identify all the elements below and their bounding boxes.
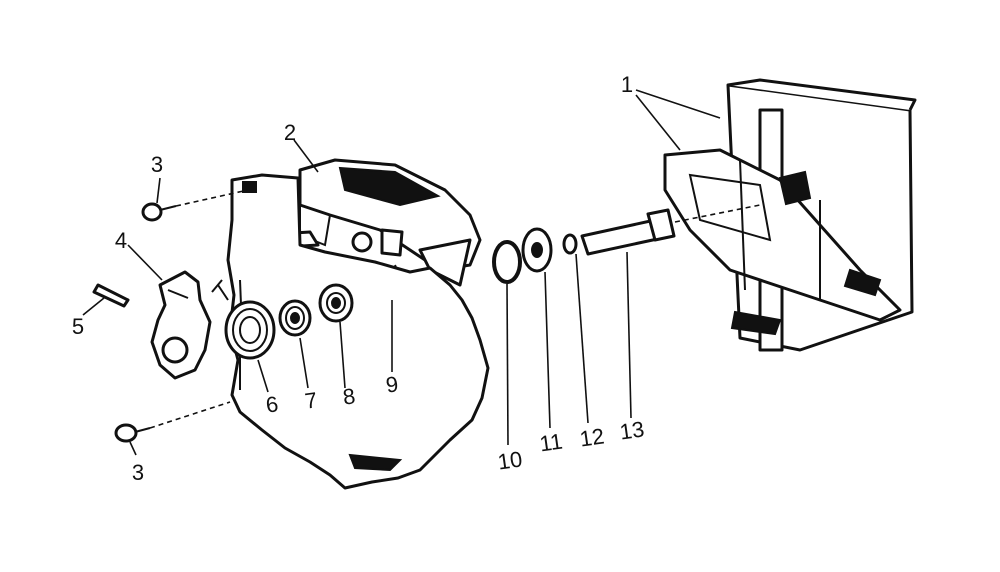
label-12: 12 [578, 423, 606, 451]
part-6-spring [217, 284, 276, 390]
label-3-top: 3 [151, 152, 163, 177]
label-1: 1 [621, 72, 633, 97]
part-7-ring [278, 299, 312, 337]
label-13: 13 [618, 416, 646, 444]
part-1-housing [663, 78, 917, 352]
label-6: 6 [264, 391, 280, 417]
label-5: 5 [72, 314, 84, 339]
part-9-body [226, 173, 490, 490]
leader-lines [82, 89, 721, 456]
callout-labels: 1 2 3 4 5 6 7 8 9 10 11 12 13 3 [72, 72, 646, 485]
part-3-screw-bottom [114, 401, 231, 443]
label-7: 7 [303, 387, 319, 413]
part-4-lever [150, 270, 223, 380]
part-8-nut [318, 283, 354, 323]
label-10: 10 [496, 446, 524, 474]
label-11: 11 [538, 429, 564, 457]
part-3-screw-top [141, 189, 249, 222]
part-13-bolt [580, 204, 761, 256]
part-5-pin [92, 283, 130, 308]
label-3-bottom: 3 [132, 460, 144, 485]
part-11-washer [521, 227, 553, 273]
part-12-ring [562, 233, 578, 255]
label-4: 4 [115, 228, 127, 253]
label-9: 9 [384, 371, 400, 397]
label-8: 8 [341, 383, 357, 409]
part-10-o-ring [492, 240, 522, 284]
part-2-bracket [260, 158, 482, 292]
label-2: 2 [284, 120, 296, 145]
